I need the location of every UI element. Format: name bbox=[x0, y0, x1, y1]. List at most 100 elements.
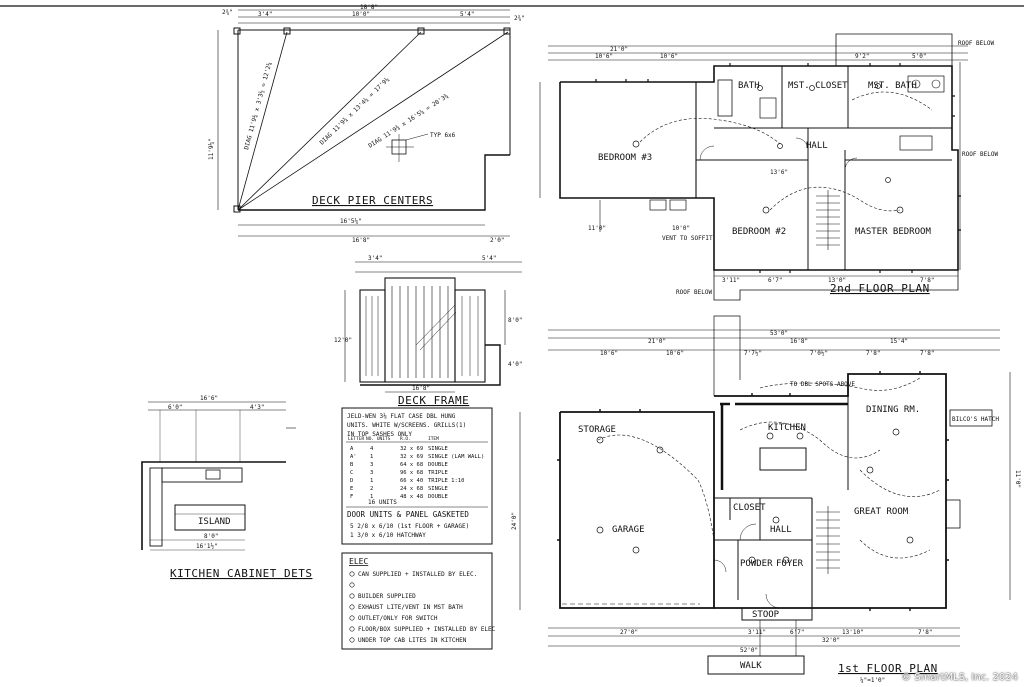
win-cell: 66 x 40 bbox=[400, 478, 423, 484]
2f-room-bed3: BEDROOM #3 bbox=[598, 153, 652, 163]
win-cell: 1 bbox=[370, 478, 373, 484]
kitchen-cabinet-detail bbox=[141, 401, 296, 551]
win-col-headers: LETTER NO. UNITS R.O. ITEM bbox=[348, 436, 439, 442]
1f-note-spots: TO DBL SPOTS ABOVE bbox=[790, 381, 855, 388]
elec-items: CAN SUPPLIED + INSTALLED BY ELEC.BUILDER… bbox=[349, 571, 496, 644]
deck-dim-corner-b: 2¾" bbox=[514, 15, 525, 22]
deck-dim-bottom-c: 2'0" bbox=[490, 237, 504, 244]
win-cell: D bbox=[350, 478, 353, 484]
1f-room-great: GREAT ROOM bbox=[854, 507, 909, 517]
1f-dim-m: 32'0" bbox=[822, 637, 840, 644]
2f-dim-a: 10'6" bbox=[595, 53, 613, 60]
deck-dim-height: 11'9¼" bbox=[208, 138, 215, 160]
win-cell: E bbox=[350, 486, 353, 492]
frame-dim-h2: 8'0" bbox=[508, 317, 522, 324]
door-heading: DOOR UNITS & PANEL GASKETED bbox=[347, 510, 469, 519]
1f-room-hall: HALL bbox=[770, 525, 792, 535]
elec-item: FLOOR/BOX SUPPLIED + INSTALLED BY ELEC bbox=[358, 626, 496, 633]
win-cell: 32 x 69 bbox=[400, 454, 423, 460]
1f-room-dining: DINING RM. bbox=[866, 405, 920, 415]
1f-dim-k: 11'0" bbox=[1014, 470, 1021, 488]
win-cell: B bbox=[350, 462, 354, 468]
window-schedule bbox=[341, 407, 493, 545]
win-cell: A' bbox=[350, 454, 357, 460]
1f-room-storage: STORAGE bbox=[578, 425, 616, 435]
2f-dim-k: 7'8" bbox=[920, 277, 934, 284]
frame-dim-top-b: 5'4" bbox=[482, 255, 496, 262]
frame-dim-top-a: 3'4" bbox=[368, 255, 382, 262]
elec-symbol-icon bbox=[349, 593, 355, 599]
1f-room-powder: POWDER bbox=[740, 559, 773, 569]
first-floor-walls bbox=[519, 315, 1011, 675]
second-floor-walls bbox=[539, 33, 968, 301]
frame-dim-bottom: 16'8" bbox=[412, 385, 430, 392]
elec-symbol-icon bbox=[349, 582, 355, 588]
win-cell: 3 bbox=[370, 462, 373, 468]
deck-frame bbox=[344, 261, 522, 393]
deck-typ-6x6: TYP 6x6 bbox=[430, 132, 456, 139]
win-cell: SINGLE (LAM WALL) bbox=[428, 454, 484, 460]
2f-room-bed2: BEDROOM #2 bbox=[732, 227, 786, 237]
win-col-ro: R.O. bbox=[400, 436, 411, 442]
win-col-item: ITEM bbox=[428, 436, 439, 442]
win-cell: 1 bbox=[370, 454, 373, 460]
2f-dim-d: 5'0" bbox=[912, 53, 926, 60]
kit-island-label: ISLAND bbox=[198, 517, 231, 527]
2f-note-roof-2: ROOF BELOW bbox=[676, 289, 713, 296]
1f-dim-i: 7'8" bbox=[920, 350, 934, 357]
deck-dim-corner-a: 2¾" bbox=[222, 9, 233, 16]
deck-dim-overall: 18'8" bbox=[360, 4, 378, 11]
second-floor-fixtures bbox=[632, 83, 904, 214]
1f-scale: ¼"=1'0" bbox=[860, 677, 885, 684]
elec-symbol-icon bbox=[349, 615, 355, 621]
elec-symbol-icon bbox=[349, 637, 355, 643]
win-cell: 3 bbox=[370, 470, 373, 476]
elec-item: UNDER TOP CAB LITES IN KITCHEN bbox=[358, 637, 467, 644]
win-total: 16 UNITS bbox=[368, 499, 397, 506]
1f-dim-overall: 53'0" bbox=[770, 330, 788, 337]
win-heading-3: IN TOP SASHES ONLY bbox=[347, 431, 412, 438]
deck-dim-bottom-a: 16'5¼" bbox=[340, 218, 362, 225]
win-cell: SINGLE bbox=[428, 486, 448, 492]
kitchen-cabinet-title: KITCHEN CABINET DETS bbox=[170, 567, 312, 580]
2f-dim-h: 13'0" bbox=[828, 277, 846, 284]
win-cell: 2 bbox=[370, 486, 373, 492]
kit-dim-a: 6'0" bbox=[168, 404, 182, 411]
1f-dim-f: 7'7½" bbox=[744, 350, 762, 357]
win-cell: 64 x 68 bbox=[400, 462, 423, 468]
win-heading-2: UNITS. WHITE W/SCREENS. GRILLS(1) bbox=[347, 422, 466, 429]
1f-dim-o: 13'10" bbox=[842, 629, 864, 636]
2f-room-bath: BATH bbox=[738, 81, 760, 91]
1f-walk: WALK bbox=[740, 661, 762, 671]
win-col-units: NO. UNITS bbox=[366, 436, 391, 442]
win-cell: 4 bbox=[370, 446, 374, 452]
win-cell: 96 x 68 bbox=[400, 470, 423, 476]
1f-dim-l: 27'0" bbox=[620, 629, 638, 636]
2f-dim-overall: 21'0" bbox=[610, 46, 628, 53]
2f-dim-e: 11'0" bbox=[588, 225, 606, 232]
win-heading-1: JELD-WEN 3⅛ FLAT CASE DBL HUNG bbox=[347, 413, 456, 420]
elec-item: CAN SUPPLIED + INSTALLED BY ELEC. bbox=[358, 571, 477, 578]
win-cell: F bbox=[350, 494, 353, 500]
2f-dim-c: 9'2" bbox=[855, 53, 869, 60]
frame-dim-h: 12'0" bbox=[334, 337, 352, 344]
kit-dim-b: 4'3" bbox=[250, 404, 264, 411]
1f-room-kitchen: KITCHEN bbox=[768, 423, 806, 433]
win-cell: 24 x 68 bbox=[400, 486, 423, 492]
1f-dim-e: 10'6" bbox=[666, 350, 684, 357]
1f-room-foyer: FOYER bbox=[776, 559, 804, 569]
deck-dim-top-left: 3'4" bbox=[258, 11, 272, 18]
elec-legend bbox=[341, 552, 493, 650]
deck-frame-title: DECK FRAME bbox=[398, 394, 469, 407]
win-cell: TRIPLE 1:10 bbox=[428, 478, 464, 484]
elec-symbol-icon bbox=[349, 604, 355, 610]
2f-dim-g: 13'6" bbox=[770, 169, 788, 176]
1f-note-hatch: BILCO'S HATCH bbox=[952, 416, 999, 423]
1f-room-stoop: STOOP bbox=[752, 610, 780, 620]
elec-item: EXHAUST LITE/VENT IN MST BATH bbox=[358, 604, 463, 611]
2f-note-roof-3: ROOF BELOW bbox=[962, 151, 999, 158]
deck-dim-top-right: 5'4" bbox=[460, 11, 474, 18]
door-row-2: 1 3/0 x 6/10 HATCHWAY bbox=[350, 532, 426, 539]
win-cell: A bbox=[350, 446, 354, 452]
